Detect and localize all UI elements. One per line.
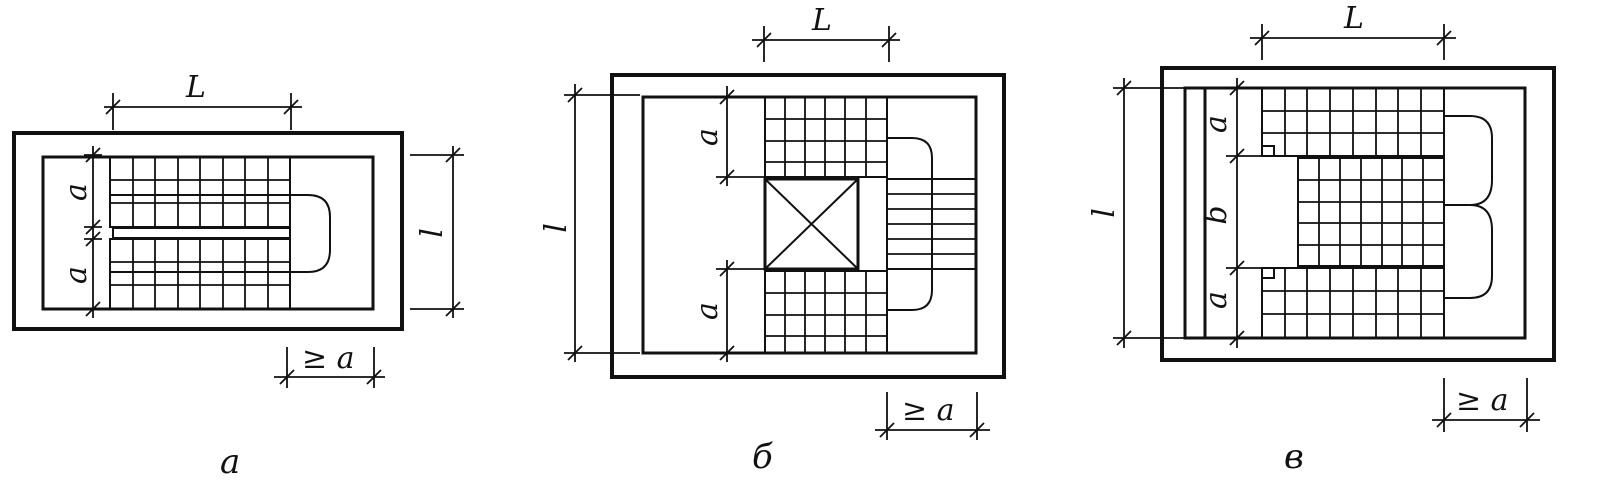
fig-v-dim-gap <box>1432 378 1540 432</box>
fig-a-outer-wall <box>12 131 404 331</box>
fig-v-handrail-lower <box>1262 204 1493 299</box>
fig-a-stair-well <box>112 227 291 239</box>
figure-v: L l a b a <box>1087 1 1556 477</box>
fig-a-dim-gap <box>274 347 385 388</box>
fig-a-dim-a <box>84 146 102 318</box>
fig-a-label-l: l <box>415 228 450 238</box>
fig-b-label-a-bottom: a <box>690 302 725 320</box>
fig-a-label-a-top: a <box>59 183 94 201</box>
fig-a-label-L: L <box>185 70 206 105</box>
fig-b-caption: б <box>752 437 773 477</box>
fig-b-label-gap: ≥ a <box>902 393 955 428</box>
fig-v-label-gap: ≥ a <box>1456 383 1509 418</box>
fig-v-inner-wall <box>1183 86 1527 340</box>
figure-b: L l a a <box>539 3 1006 477</box>
fig-v-top-flight <box>1261 87 1445 157</box>
fig-v-label-b: b <box>1199 205 1234 224</box>
fig-a-dim-l <box>410 146 464 318</box>
fig-b-handrail <box>887 137 933 311</box>
fig-a-dim-L <box>104 93 302 130</box>
figure-a: L a a l <box>12 70 464 482</box>
fig-v-dim-l <box>1113 78 1185 348</box>
fig-a-caption: а <box>220 442 240 482</box>
fig-b-lift-shaft <box>763 177 860 271</box>
fig-v-dim-a-b-a <box>1226 78 1298 348</box>
fig-v-middle-flight <box>1297 157 1445 267</box>
fig-a-label-gap: ≥ a <box>302 341 355 376</box>
fig-b-label-l: l <box>539 223 574 233</box>
fig-v-outer-wall <box>1160 66 1556 362</box>
fig-b-outer-wall <box>610 73 1006 379</box>
fig-a-lower-flight <box>109 238 291 310</box>
fig-v-label-l: l <box>1087 208 1122 218</box>
fig-a-upper-flight <box>109 156 291 228</box>
fig-v-dim-L <box>1250 24 1456 60</box>
fig-b-label-L: L <box>811 3 832 38</box>
fig-b-label-a-top: a <box>690 128 725 146</box>
fig-v-handrail-upper <box>1262 115 1493 206</box>
fig-v-label-a-bottom: a <box>1199 291 1234 309</box>
fig-b-dim-gap <box>875 392 990 440</box>
fig-b-dim-a <box>716 86 765 362</box>
fig-v-bottom-flight <box>1261 267 1445 339</box>
fig-b-bottom-flight <box>764 270 888 354</box>
fig-a-handrail <box>110 194 331 273</box>
fig-v-caption: в <box>1284 437 1304 477</box>
fig-v-label-a-top: a <box>1199 115 1234 133</box>
fig-b-dim-L <box>752 26 900 62</box>
fig-b-top-flight <box>764 96 888 178</box>
fig-a-label-a-bottom: a <box>59 266 94 284</box>
fig-v-label-L: L <box>1343 1 1364 36</box>
fig-b-dim-l <box>564 84 640 362</box>
